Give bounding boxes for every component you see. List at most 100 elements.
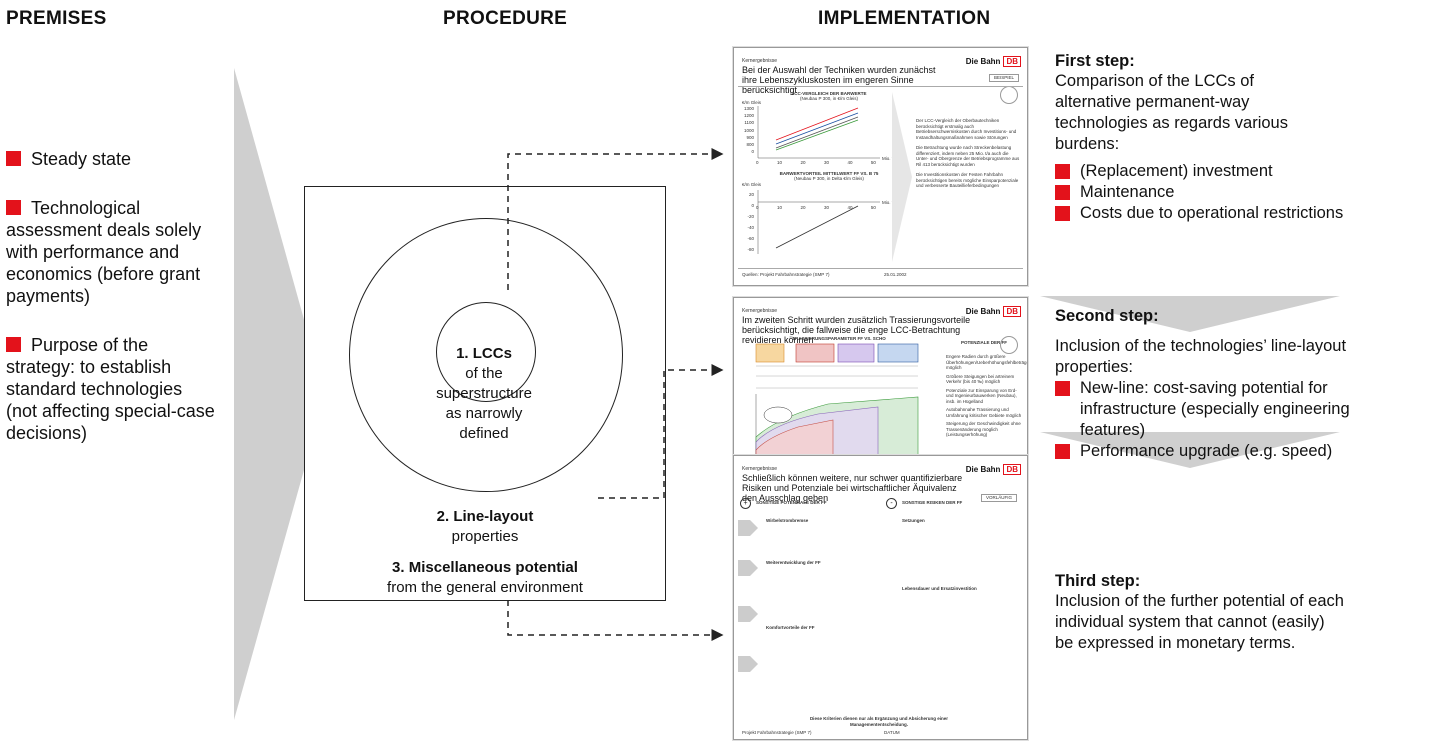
step-bullet: Costs due to operational restrictions	[1055, 203, 1440, 224]
ytick: 20	[748, 192, 754, 197]
connector-step2	[598, 364, 724, 499]
outer-label-text: from the general environment	[387, 579, 583, 596]
slide-3: Kernergebnisse Schließlich können weiter…	[733, 455, 1028, 740]
side-bullets: Engere Radien durch größere Überhöhungen…	[946, 354, 1028, 438]
step-3: Third step: Inclusion of the further pot…	[1055, 571, 1355, 654]
step-text: Inclusion of the further potential of ea…	[1055, 592, 1344, 652]
left-arrows	[738, 520, 758, 672]
xtick: 20	[800, 160, 806, 165]
bullet-text: Maintenance	[1080, 183, 1175, 201]
slide-footer: Quellen: Projekt Fahrbahnstrategie (SMP …	[742, 272, 830, 277]
chart1	[757, 106, 880, 159]
premise-item: Purpose of the strategy: to establish st…	[6, 334, 216, 444]
procedure-inner-circle	[436, 302, 536, 402]
step-title: First step:	[1055, 52, 1135, 70]
side-bullet: Größere Steigungen bei artreinem Verkehr…	[946, 373, 1015, 385]
step-bullet: (Replacement) investment	[1055, 161, 1440, 182]
chart2-unit: €/m Gleis	[742, 182, 762, 187]
bullet-text: Costs due to operational restrictions	[1080, 204, 1344, 222]
premises-arrow	[234, 68, 325, 720]
bullet-square	[6, 151, 21, 166]
right-title: SONSTIGE RISIKEN DER FF	[902, 500, 963, 505]
step-text: Inclusion of the technologies’ line-layo…	[1055, 337, 1347, 376]
step-text: Comparison of the LCCs of alternative pe…	[1055, 72, 1288, 153]
chart1-yticks: 1300 1200 1100 1000 900 800 0	[742, 105, 754, 155]
xtick: 10	[776, 205, 782, 210]
bullet-square	[1055, 164, 1070, 179]
ytick: 1300	[743, 106, 754, 111]
slide-kicker: Kernergebnisse	[742, 58, 778, 64]
bullet-square	[1055, 444, 1070, 459]
xtick: 20	[800, 205, 806, 210]
left-items: Wirbelstrombremse Weiterentwicklung der …	[766, 518, 876, 631]
chart2-xticks: 0 10 20 30 40 50	[756, 205, 876, 211]
premises-header: PREMISES	[6, 8, 107, 29]
premise-text: Steady state	[31, 149, 132, 169]
side-bullet: Steigerung der Geschwindigkeit ohne Tras…	[946, 421, 1021, 437]
chart2	[757, 190, 880, 254]
ytick: -80	[747, 247, 754, 252]
chart1-xticks: 0 10 20 30 40 50	[756, 160, 876, 166]
chart2-xunit: Mio. t/a	[882, 200, 897, 205]
step-title: Third step:	[1055, 572, 1141, 590]
left-item: Weiterentwicklung der FF	[766, 559, 821, 565]
right-items: Setzungen Lebensdauer und Ersatzinvestit…	[902, 518, 1017, 591]
outer-label: 3. Miscellaneous potential from the gene…	[330, 558, 640, 598]
slide1-bullets: Der LCC-Vergleich der Oberbautechniken b…	[916, 118, 1020, 189]
logo-box: DB	[1003, 56, 1021, 67]
procedure-header: PROCEDURE	[443, 8, 568, 29]
step-bullet: Maintenance	[1055, 182, 1440, 203]
slide-title: Bei der Auswahl der Techniken wurden zun…	[742, 65, 936, 95]
outer-label-bold: 3. Miscellaneous potential	[392, 559, 578, 576]
right-item: Lebensdauer und Ersatzinvestition	[902, 585, 977, 591]
bullet-text: Performance upgrade (e.g. speed)	[1080, 442, 1333, 460]
xtick: 0	[756, 205, 759, 210]
ytick: 0	[751, 203, 754, 208]
connector-step3	[507, 600, 724, 641]
premise-text: Technological assessment deals solely wi…	[6, 198, 202, 306]
side-bullet: Engere Radien durch größere Überhöhungen…	[946, 354, 1028, 370]
bullet-text: New-line: cost-saving potential for infr…	[1080, 379, 1350, 439]
bullet-text: (Replacement) investment	[1080, 162, 1273, 180]
xtick: 30	[823, 160, 829, 165]
inner-label-bold: 1. LCCs	[456, 345, 512, 362]
slide-tag: BEISPIEL	[988, 74, 1019, 82]
slide-date: 25.01.2002	[884, 272, 907, 277]
left-item: Wirbelstrombremse	[766, 518, 809, 523]
premise-item: Technological assessment deals solely wi…	[6, 197, 216, 307]
xtick: 50	[870, 205, 876, 210]
bullet-square	[1055, 185, 1070, 200]
step-title: Second step:	[1055, 307, 1159, 325]
inner-label: 1. LCCs of the superstructure as narrowl…	[410, 344, 558, 444]
middle-label: 2. Line-layout properties	[385, 507, 585, 547]
slide-kicker: Kernergebnisse	[742, 308, 778, 314]
premise-item: Steady state	[6, 148, 216, 170]
chart1-unit: €/m Gleis	[742, 100, 762, 105]
slide-bottom-note: Diese Kriterien dienen nur als Ergänzung…	[809, 716, 949, 727]
right-item: Setzungen	[902, 518, 925, 523]
logo-text: Die Bahn	[965, 465, 1001, 474]
xtick: 40	[847, 160, 853, 165]
slide-rule	[738, 86, 1023, 87]
ytick: 0	[751, 149, 754, 155]
slide-kicker: Kernergebnisse	[742, 466, 778, 472]
slide-bullet: Die Betrachtung wurde nach Streckenbelas…	[916, 145, 1020, 167]
xtick: 10	[776, 160, 782, 165]
xtick: 0	[756, 160, 759, 165]
table-title: TRASSIERUNGSPARAMETER FF VS. SCHO	[792, 336, 886, 341]
slide-title: Schließlich können weitere, nur schwer q…	[742, 473, 963, 503]
slide-tag: VORLÄUFIG	[980, 494, 1017, 502]
xtick: 40	[847, 205, 853, 210]
logo-box: DB	[1003, 306, 1021, 317]
side-bullet: Potenziale zur Einsparung von Erd- und I…	[946, 387, 1017, 404]
step-bullet: Performance upgrade (e.g. speed)	[1055, 441, 1440, 462]
bullet-square	[1055, 206, 1070, 221]
step-1: First step: Comparison of the LCCs of al…	[1055, 51, 1440, 224]
side-title: POTENZIALE DER FF	[961, 340, 1007, 345]
ytick: 1100	[744, 120, 754, 126]
inner-label-text: of the superstructure as narrowly define…	[436, 365, 532, 442]
ytick: -20	[747, 214, 754, 219]
